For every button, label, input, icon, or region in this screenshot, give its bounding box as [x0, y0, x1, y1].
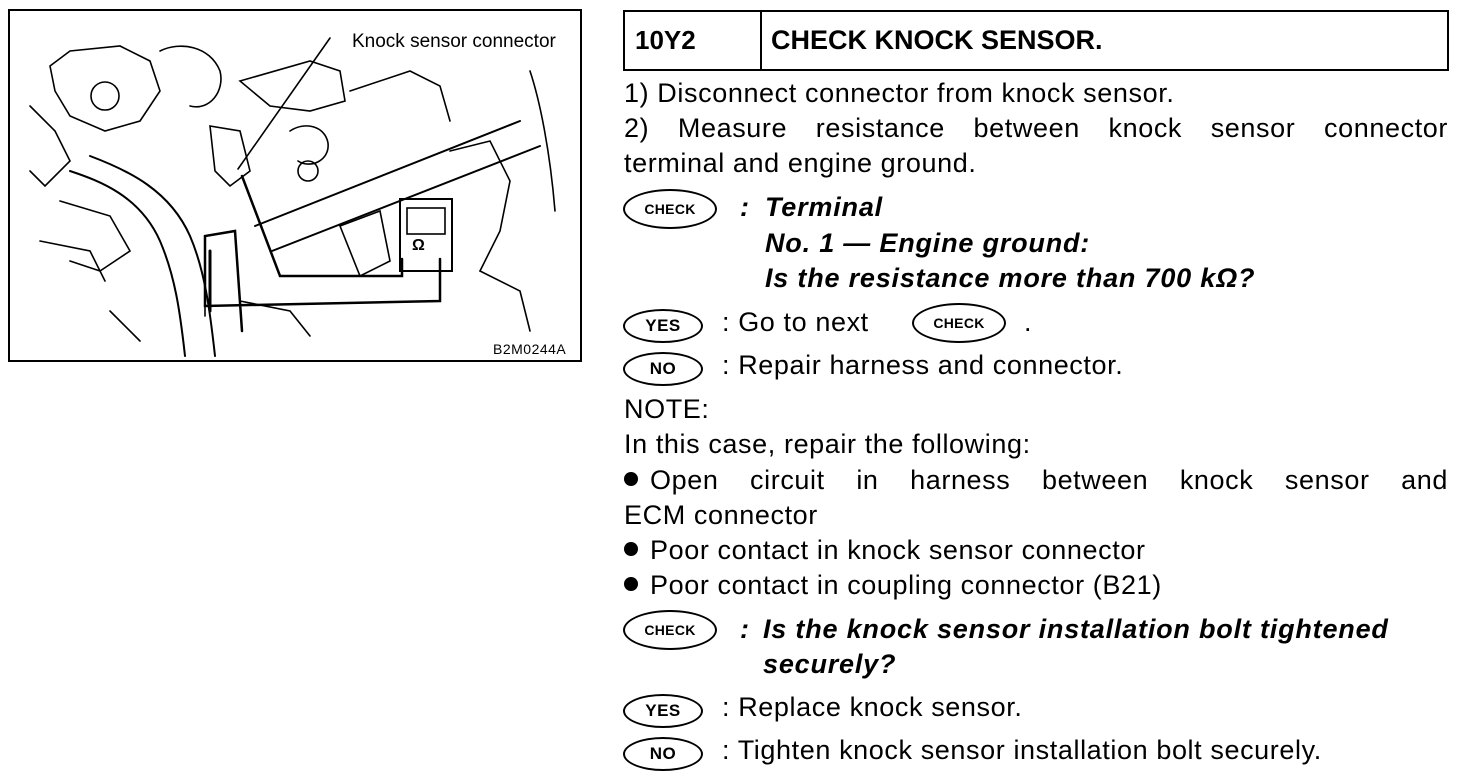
check-2-no-text: : Tighten knock sensor installation bolt… [722, 735, 1322, 765]
bullet-icon [624, 576, 638, 591]
note-item-3-text: Poor contact in coupling connector (B21) [650, 570, 1162, 600]
step-header: 10Y2 CHECK KNOCK SENSOR. [623, 10, 1449, 71]
yes-badge-1: YES [623, 309, 703, 343]
check-1-question: Is the resistance more than 700 kΩ? [765, 263, 1256, 293]
note-intro: In this case, repair the following: [624, 429, 1031, 459]
instruction-2a: 2) Measure resistance between knock sens… [624, 113, 1448, 143]
no-badge-1: NO [623, 352, 703, 386]
instruction-1: 1) Disconnect connector from knock senso… [624, 78, 1175, 108]
check-badge-1: CHECK [623, 189, 717, 229]
check-1-yes-period: . [1024, 307, 1033, 337]
ohm-symbol: Ω [412, 237, 425, 254]
check-1-no-text: : Repair harness and connector. [722, 350, 1124, 380]
check-1-yes-text: : Go to next [722, 307, 869, 337]
check-2-yes-text: : Replace knock sensor. [722, 692, 1023, 722]
figure-code: B2M0244A [493, 341, 567, 357]
bullet-icon [624, 471, 638, 486]
check-1-line-2: No. 1 — Engine ground: [765, 228, 1091, 258]
no-badge-2: NO [623, 737, 703, 771]
knock-sensor-connector-callout: Knock sensor connector [352, 31, 556, 52]
note-item-1b: ECM connector [624, 500, 818, 530]
bullet-icon [624, 541, 638, 556]
check-2-colon: : [740, 614, 750, 644]
note-item-2: Poor contact in knock sensor connector [624, 535, 1146, 566]
yes-badge-2: YES [623, 694, 703, 728]
check-2-line-2: securely? [763, 649, 897, 679]
instruction-2b: terminal and engine ground. [624, 148, 977, 178]
step-number: 10Y2 [625, 12, 762, 69]
step-title: CHECK KNOCK SENSOR. [771, 25, 1103, 55]
note-item-1a: Open circuit in harness between knock se… [624, 465, 1448, 496]
note-label: NOTE: [624, 394, 710, 424]
check-1-colon: : [740, 192, 750, 222]
note-item-2-text: Poor contact in knock sensor connector [650, 535, 1146, 565]
note-item-3: Poor contact in coupling connector (B21) [624, 570, 1162, 601]
check-1-line-1: Terminal [765, 192, 883, 222]
check-badge-2: CHECK [623, 610, 717, 650]
check-2-line-1: Is the knock sensor installation bolt ti… [763, 614, 1389, 644]
engine-drawing: Ω [29, 37, 556, 357]
engine-illustration: Ω Knock sensor connector B2M0244A [8, 9, 582, 362]
check-badge-inline: CHECK [912, 303, 1006, 343]
note-item-1a-text: Open circuit in harness between knock se… [650, 465, 1448, 495]
